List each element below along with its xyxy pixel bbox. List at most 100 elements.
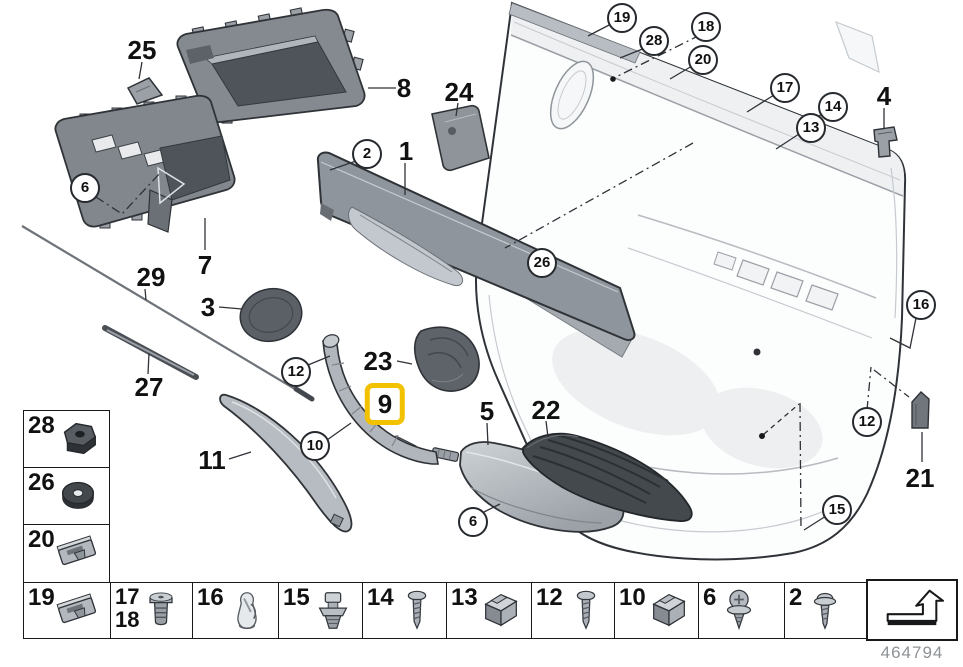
- diagram-sheet-number: 464794: [880, 643, 944, 662]
- callout-circle-2[interactable]: 2: [352, 139, 382, 169]
- part-number-label: 10: [619, 584, 646, 611]
- legend-cell-12[interactable]: 12: [531, 582, 616, 639]
- callout-label-11[interactable]: 11: [198, 445, 226, 475]
- legend-cell-19[interactable]: 19: [23, 582, 112, 639]
- part-number-label: 18: [115, 607, 140, 632]
- callout-circle-6[interactable]: 6: [458, 507, 488, 537]
- washer-icon: [55, 472, 101, 518]
- part-11-art: [219, 393, 353, 533]
- part-25-art: [126, 77, 164, 105]
- clipplate-icon: [55, 529, 101, 575]
- legend-cell-numbers: 12: [532, 583, 563, 610]
- boxclip-icon: [646, 587, 692, 633]
- callout-circle-19[interactable]: 19: [607, 3, 637, 33]
- callout-circle-14[interactable]: 14: [818, 92, 848, 122]
- legend-cell-numbers: 28: [24, 411, 55, 438]
- callout-label-23[interactable]: 23: [363, 346, 393, 376]
- callout-label-29[interactable]: 29: [136, 262, 166, 292]
- legend-cell-numbers: 14: [363, 583, 394, 610]
- legend-cell-16[interactable]: 16: [192, 582, 280, 639]
- screwwasher2-icon: [802, 587, 848, 633]
- part-number-label: 15: [283, 584, 310, 611]
- callout-label-7[interactable]: 7: [197, 250, 213, 280]
- legend-cell-numbers: 10: [615, 583, 646, 610]
- callout-highlighted-9[interactable]: 9: [364, 383, 406, 425]
- callout-label-22[interactable]: 22: [531, 395, 561, 425]
- legend-cell-numbers: 15: [279, 583, 310, 610]
- callout-label-1[interactable]: 1: [398, 136, 414, 166]
- callout-circle-12[interactable]: 12: [281, 357, 311, 387]
- part-number-label: 20: [28, 526, 55, 553]
- direction-arrow-box[interactable]: [866, 579, 958, 641]
- part-number-label: 14: [367, 584, 394, 611]
- part-number-label: 28: [28, 412, 55, 439]
- part-23-art: [413, 326, 480, 392]
- screw-icon: [394, 587, 440, 633]
- callout-label-4[interactable]: 4: [876, 81, 892, 111]
- legend-cell-numbers: 16: [193, 583, 224, 610]
- leader-lines: [95, 23, 923, 531]
- hexnut-icon: [55, 415, 101, 461]
- part-29-art: [21, 225, 315, 402]
- part-number-label: 17: [115, 584, 140, 609]
- callout-circle-6[interactable]: 6: [70, 173, 100, 203]
- callout-label-24[interactable]: 24: [444, 77, 474, 107]
- screw-icon: [563, 587, 609, 633]
- part-1-art: [316, 151, 636, 342]
- callout-circle-15[interactable]: 15: [822, 495, 852, 525]
- legend-cell-13[interactable]: 13: [446, 582, 533, 639]
- callout-label-25[interactable]: 25: [127, 35, 157, 65]
- legend-cell-26[interactable]: 26: [23, 467, 110, 526]
- callout-label-27[interactable]: 27: [134, 372, 164, 402]
- callout-circle-13[interactable]: 13: [796, 113, 826, 143]
- legend-cell-20[interactable]: 20: [23, 524, 110, 583]
- grommet-icon: [139, 587, 183, 631]
- callout-label-3[interactable]: 3: [200, 292, 216, 322]
- part-number-label: 2: [789, 584, 803, 611]
- part-number-label: 13: [451, 584, 478, 611]
- part-3-art: [239, 287, 303, 343]
- legend-cell-2[interactable]: 2: [784, 582, 868, 639]
- part-8-art: [176, 7, 366, 124]
- callout-circle-18[interactable]: 18: [691, 12, 721, 42]
- callout-circle-10[interactable]: 10: [300, 431, 330, 461]
- part-4-art: [873, 126, 898, 158]
- screwwasher-icon: [716, 587, 762, 633]
- part-22-art: [522, 432, 693, 522]
- part-9-art: [322, 334, 460, 465]
- callout-circle-28[interactable]: 28: [639, 26, 669, 56]
- callout-circle-17[interactable]: 17: [770, 73, 800, 103]
- part-24-art: [431, 104, 490, 172]
- legend-cell-28[interactable]: 28: [23, 410, 110, 469]
- clipplate-icon: [55, 587, 101, 633]
- legend-cell-numbers: 20: [24, 525, 55, 552]
- legend-cell-14[interactable]: 14: [362, 582, 448, 639]
- part-number-label: 16: [197, 584, 224, 611]
- callout-circle-12[interactable]: 12: [852, 407, 882, 437]
- part-7-art: [54, 94, 236, 233]
- callout-label-8[interactable]: 8: [396, 73, 412, 103]
- legend-cell-10[interactable]: 10: [614, 582, 700, 639]
- part-number-label: 19: [28, 584, 55, 611]
- part-number-label: 12: [536, 584, 563, 611]
- legend-cell-numbers: 26: [24, 468, 55, 495]
- part-5-art: [459, 441, 625, 533]
- callout-label-21[interactable]: 21: [905, 463, 935, 493]
- callout-label-5[interactable]: 5: [479, 396, 495, 426]
- snapclip-icon: [310, 587, 356, 633]
- legend-cell-15[interactable]: 15: [278, 582, 364, 639]
- legend-cell-numbers: 6: [699, 583, 716, 610]
- legend-cell-numbers: 2: [785, 583, 802, 610]
- legend-cell-6[interactable]: 6: [698, 582, 786, 639]
- callout-circle-26[interactable]: 26: [527, 248, 557, 278]
- legend-cell-numbers: 19: [24, 583, 55, 610]
- part-number-label: 26: [28, 469, 55, 496]
- part-21-art: [911, 391, 930, 429]
- part-27-art: [102, 325, 199, 380]
- callout-circle-20[interactable]: 20: [688, 45, 718, 75]
- callout-circle-16[interactable]: 16: [906, 290, 936, 320]
